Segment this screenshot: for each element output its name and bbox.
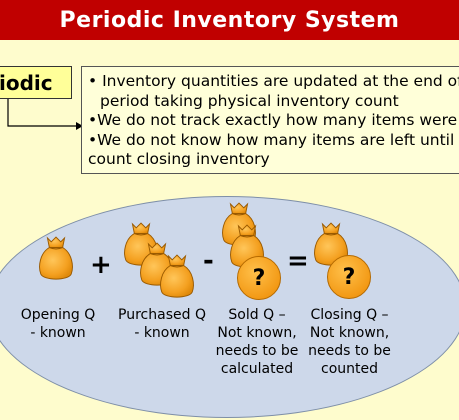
question-mark-icon: ? — [327, 255, 371, 299]
description-line: count closing inventory — [88, 150, 270, 168]
description-box: • Inventory quantities are updated at th… — [81, 66, 459, 174]
caption-purchased: Purchased Q - known — [118, 307, 206, 341]
caption-closing: Closing Q – Not known, needs to be count… — [308, 307, 391, 377]
question-mark-icon: ? — [237, 256, 281, 300]
minus-sign: - — [203, 246, 214, 276]
description-line: •We do not know how many items are left … — [88, 130, 459, 149]
slide-title: Periodic Inventory System — [0, 0, 459, 40]
money-bag-icon — [37, 232, 75, 282]
periodic-label: iodic — [0, 66, 72, 99]
caption-sold: Sold Q – Not known, needs to be calculat… — [215, 307, 299, 377]
description-line: period taking physical inventory count — [100, 91, 399, 110]
description-line: •We do not track exactly how many items … — [88, 111, 459, 129]
caption-opening: Opening Q - known — [20, 307, 96, 341]
equals-sign: = — [287, 246, 309, 276]
description-line: • Inventory quantities are updated at th… — [88, 72, 459, 90]
plus-sign: + — [90, 250, 112, 280]
money-bag-icon — [158, 250, 196, 300]
